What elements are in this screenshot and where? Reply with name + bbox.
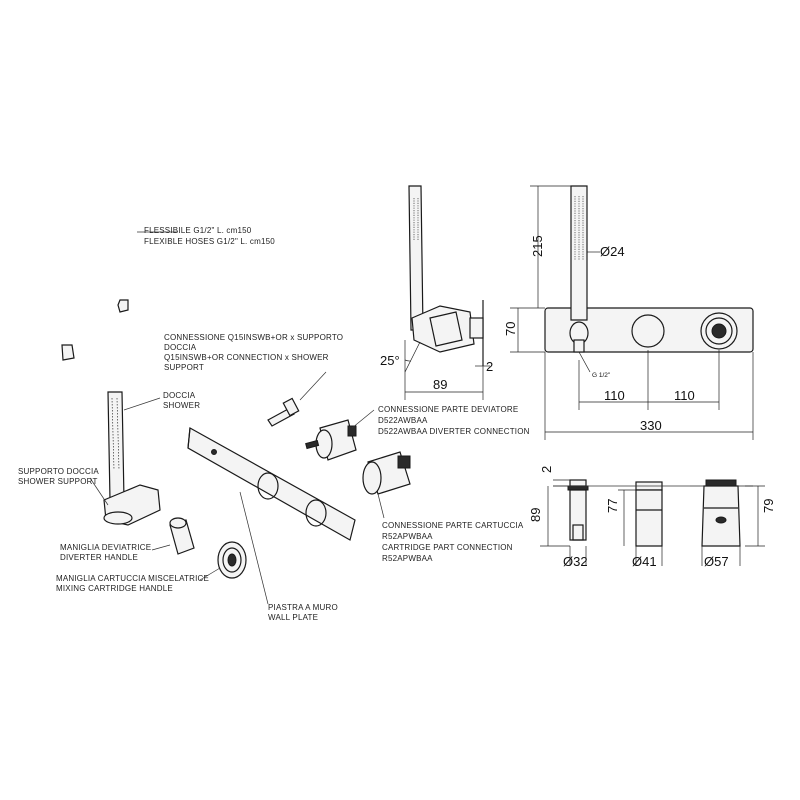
dim-110a: 110 [604,388,625,403]
cartridge-label-it: CONNESSIONE PARTE CARTUCCIA [382,521,524,530]
div-handle-label-en: DIVERTER HANDLE [60,553,138,562]
hose-label-it: FLESSIBILE G1/2" L. cm150 [144,226,252,235]
mix-handle-label-en: MIXING CARTRIDGE HANDLE [56,584,173,593]
cartridge-label-en-1: CARTRIDGE PART CONNECTION [382,543,513,552]
hose-label-en: FLEXIBLE HOSES G1/2" L. cm150 [144,237,275,246]
section-shower-connector [540,479,589,566]
dim-215: 215 [530,235,545,257]
conn-support-label-it-1: CONNESSIONE Q15INSWB+OR x SUPPORTO [164,333,343,342]
dim-dia57: Ø57 [704,554,729,569]
conn-support-label-en-1: Q15INSWB+OR CONNECTION x SHOWER [164,353,329,362]
diverter-body [305,419,357,461]
section-mixer [690,479,765,566]
shower-label-en: SHOWER [163,401,200,410]
shower-leader [123,397,161,411]
dim-25: 25° [380,353,400,368]
connector-pin [267,397,300,427]
div-handle-label-it: MANIGLIA DEVIATRICE [60,543,151,552]
side-view [404,185,490,400]
support-label-en: SHOWER SUPPORT [18,477,98,486]
dim-2b: 2 [539,466,554,473]
conn-support-label-it-2: DOCCIA [164,343,197,352]
dim-79: 79 [761,499,776,513]
diverter-handle [169,517,195,555]
shower-handset [107,391,125,501]
dim-89b: 89 [528,508,543,522]
support-leader [89,477,109,506]
dim-dia24: Ø24 [600,244,625,259]
dim-77: 77 [605,499,620,513]
conn-support-leader [299,371,327,401]
mixing-handle [217,541,247,579]
wall-plate-exploded [187,427,356,541]
dim-dia32: Ø32 [563,554,588,569]
div-handle-leader [151,544,171,551]
dim-89a: 89 [433,377,447,392]
dim-g12: G 1/2" [592,372,611,379]
mix-handle-leader [199,567,221,581]
dim-dia41: Ø41 [632,554,657,569]
plate-leader [239,491,269,605]
cartridge-label-code: R52APWBAA [382,532,433,541]
dim-110b: 110 [674,388,695,403]
shower-support [103,484,161,526]
dim-330: 330 [640,418,662,433]
cartridge-body [362,451,411,495]
dim-2a: 2 [486,359,493,374]
flexible-hose [21,208,139,361]
conn-support-label-en-2: SUPPORT [164,363,204,372]
plate-label-it: PIASTRA A MURO [268,603,338,612]
support-label-it: SUPPORTO DOCCIA [18,467,99,476]
diverter-label-en: D522AWBAA DIVERTER CONNECTION [378,427,530,436]
front-view [510,185,754,440]
shower-label-it: DOCCIA [163,391,196,400]
cartridge-label-en-2: R52APWBAA [382,554,433,563]
diverter-label-code: D522AWBAA [378,416,428,425]
cartridge-leader [377,493,385,519]
plate-label-en: WALL PLATE [268,613,318,622]
mix-handle-label-it: MANIGLIA CARTUCCIA MISCELATRICE [56,574,209,583]
dim-70: 70 [503,322,518,336]
diverter-label-it: CONNESSIONE PARTE DEVIATORE [378,405,518,414]
diverter-leader [351,409,375,429]
